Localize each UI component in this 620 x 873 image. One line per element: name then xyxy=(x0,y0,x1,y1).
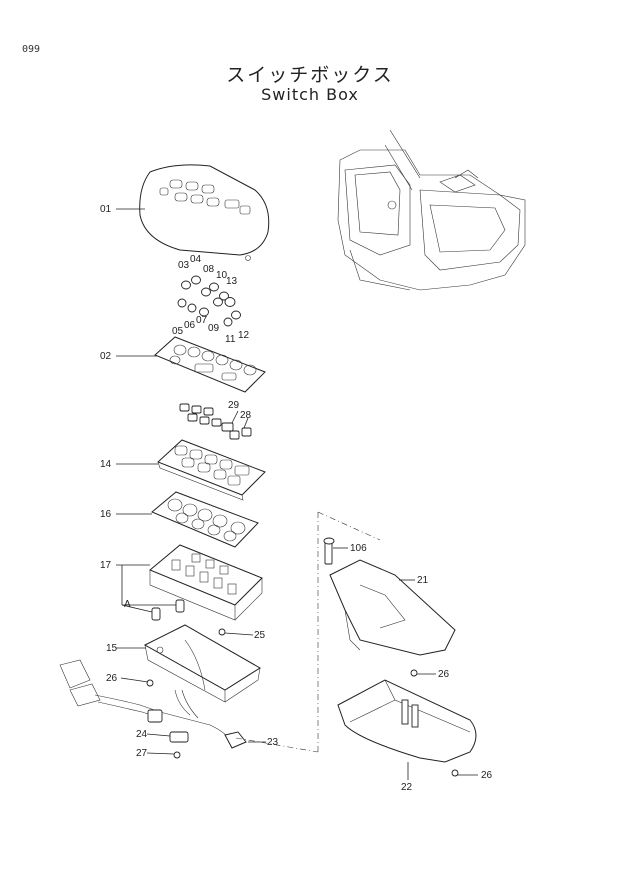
callout-09: 09 xyxy=(208,323,220,334)
machine-silhouette xyxy=(337,129,526,291)
callout-04: 04 xyxy=(190,254,202,265)
callout-25: 25 xyxy=(254,630,266,641)
callout-05: 05 xyxy=(172,326,184,337)
callout-26-left: 26 xyxy=(106,673,118,684)
callout-24: 24 xyxy=(136,729,148,740)
callout-16: 16 xyxy=(100,509,112,520)
callout-22: 22 xyxy=(401,782,413,793)
callout-06: 06 xyxy=(184,320,196,331)
callout-07: 07 xyxy=(196,315,208,326)
part-14-switch-sheet xyxy=(157,439,266,501)
callout-01: 01 xyxy=(100,204,112,215)
callout-28: 28 xyxy=(240,410,252,421)
callout-10: 10 xyxy=(216,270,228,281)
callout-23: 23 xyxy=(267,737,279,748)
part-01-cover xyxy=(139,164,270,261)
page-number: 099 xyxy=(22,44,41,55)
part-21-bracket xyxy=(329,559,456,656)
callout-29: 29 xyxy=(228,400,240,411)
callout-08: 08 xyxy=(203,264,215,275)
callout-02: 02 xyxy=(100,351,112,362)
callout-15: 15 xyxy=(106,643,118,654)
callout-11: 11 xyxy=(225,334,236,345)
callout-12: 12 xyxy=(238,330,250,341)
callout-106: 106 xyxy=(350,543,367,554)
part-02-plate xyxy=(154,336,266,393)
part-17-circuit-board xyxy=(149,544,263,621)
caps-28-29 xyxy=(179,403,252,440)
part-15-housing xyxy=(143,624,261,703)
callout-27: 27 xyxy=(136,748,148,759)
knobs-03-13 xyxy=(177,275,241,327)
title-english: Switch Box xyxy=(261,85,359,104)
callout-26-bracket: 26 xyxy=(438,669,450,680)
callout-26-cover: 26 xyxy=(481,770,493,781)
callout-14: 14 xyxy=(100,459,112,470)
leader-lines xyxy=(116,208,478,780)
callout-21: 21 xyxy=(417,575,429,586)
callout-17: 17 xyxy=(100,560,112,571)
callout-labels: 01 02 03 04 05 06 07 08 09 10 11 12 13 1… xyxy=(100,204,493,793)
title-japanese: スイッチボックス xyxy=(226,64,394,86)
reference-lines xyxy=(235,511,381,753)
part-16-rubber-keypad xyxy=(151,491,259,548)
bolts xyxy=(146,537,459,777)
callout-13: 13 xyxy=(226,276,238,287)
callout-03: 03 xyxy=(178,260,190,271)
part-23-grommet xyxy=(224,731,247,749)
callout-A: A xyxy=(124,599,131,610)
part-22-side-cover xyxy=(337,679,477,763)
